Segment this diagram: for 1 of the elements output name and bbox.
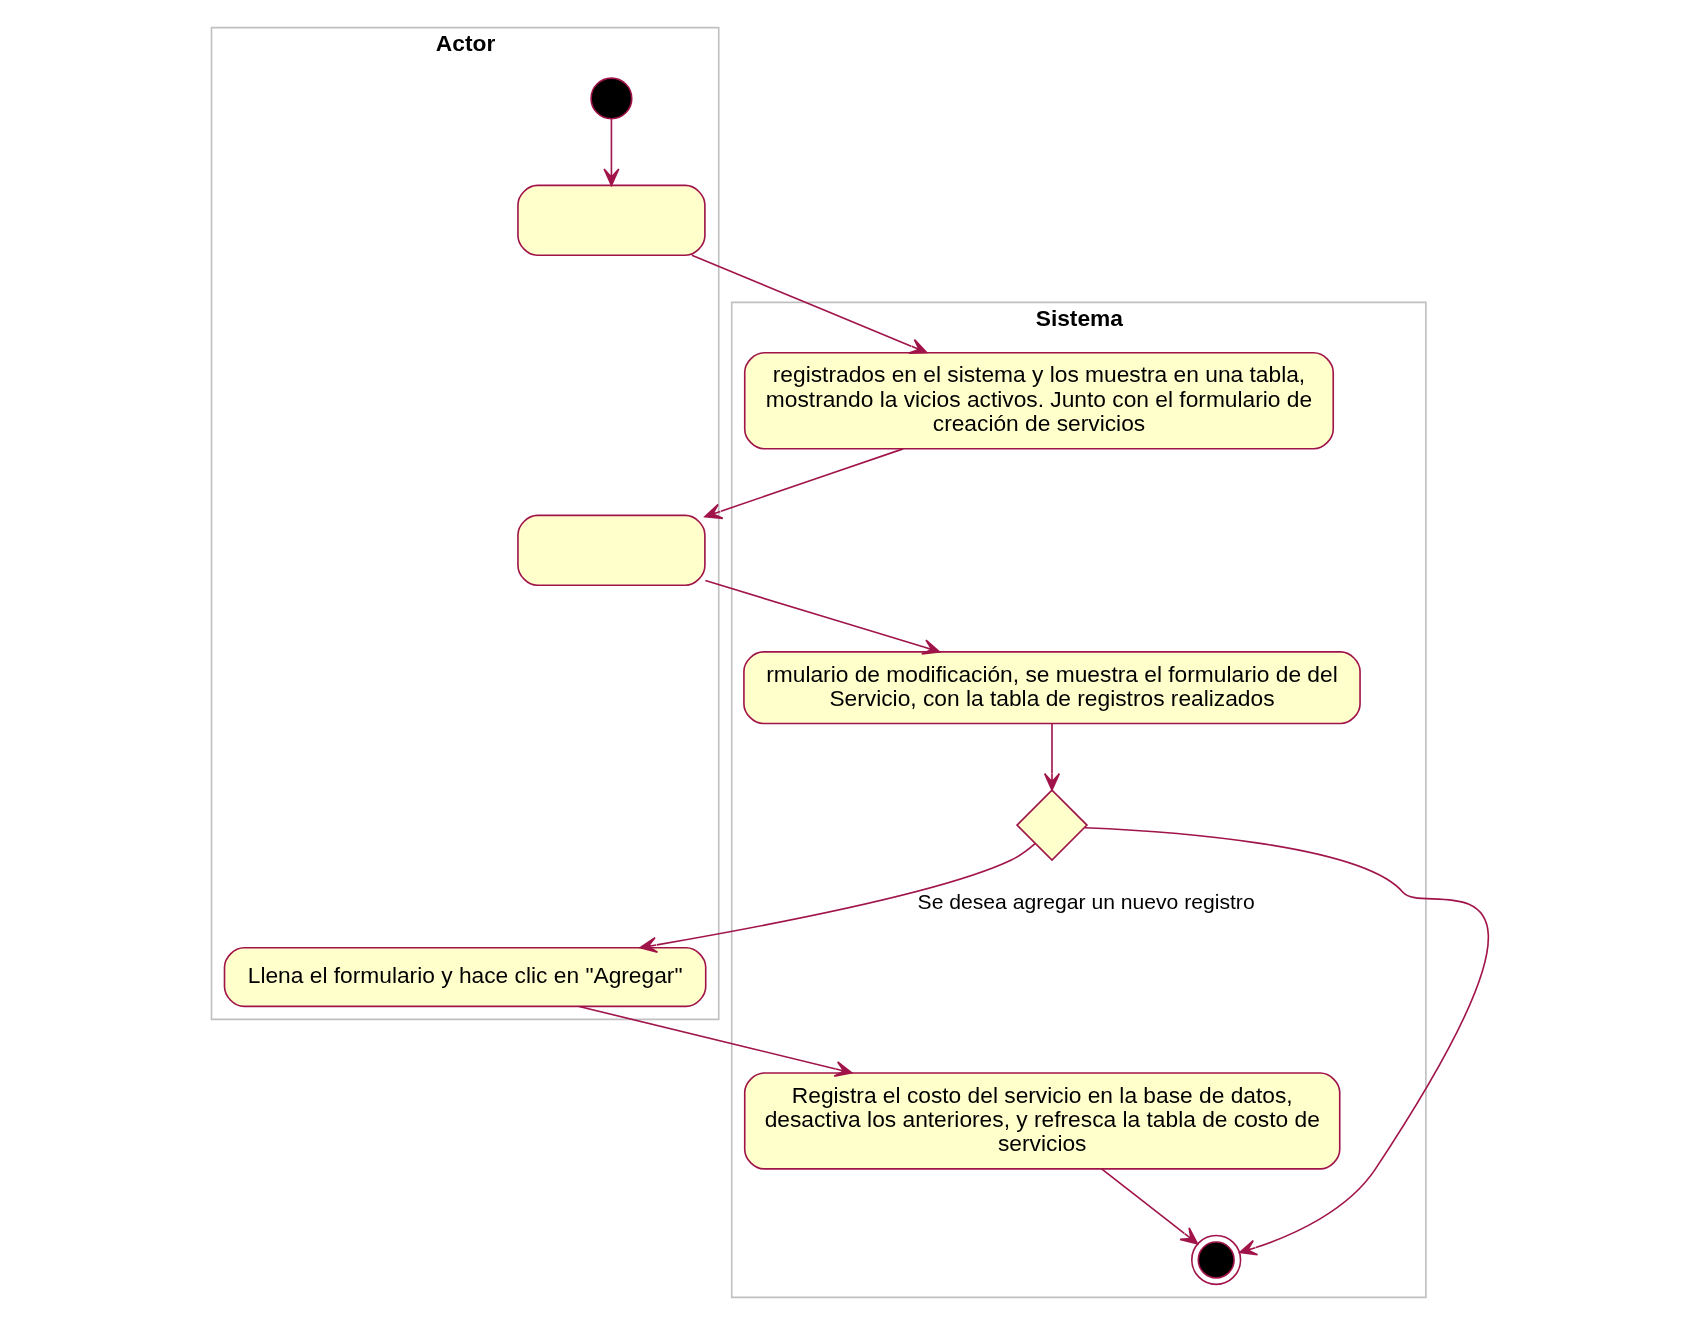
edge-label: Se desea agregar un nuevo registro	[917, 890, 1255, 914]
